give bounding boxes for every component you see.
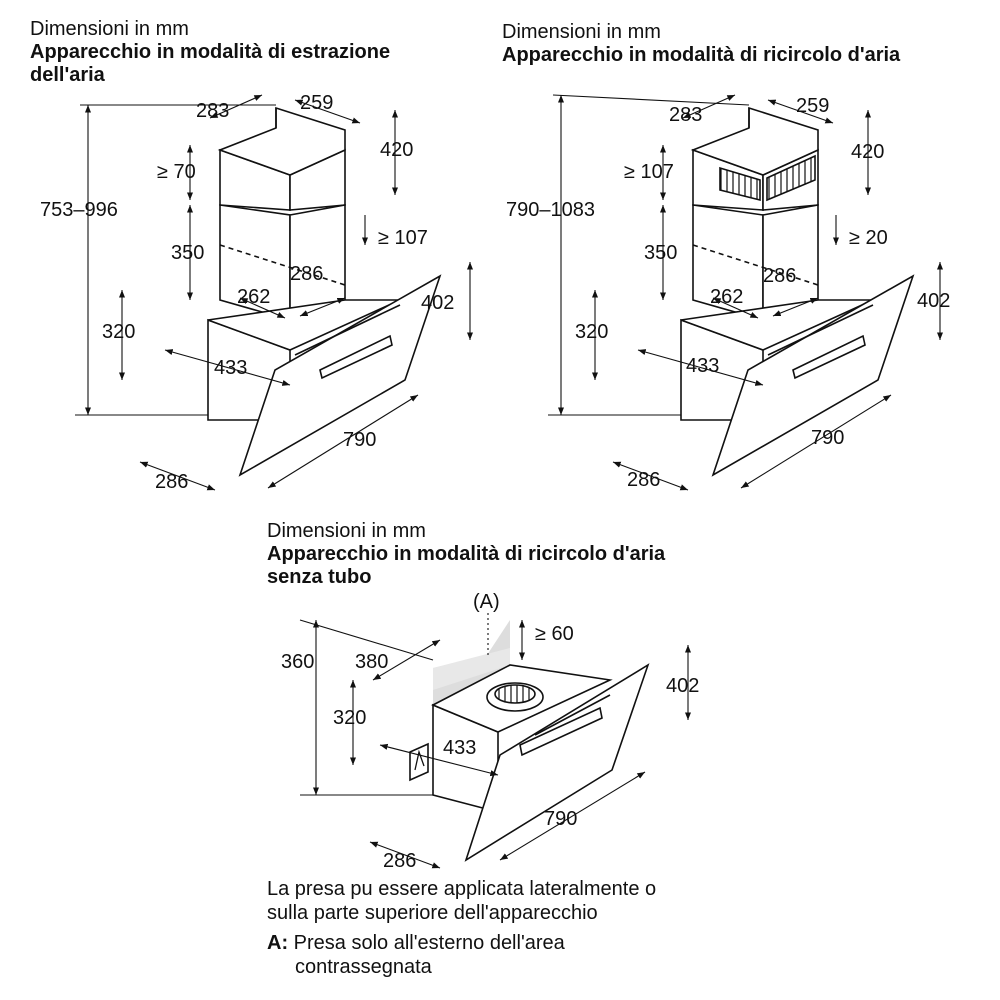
- right-lower-width-label: 262: [710, 286, 743, 308]
- bottom-width-label: 790: [544, 808, 577, 830]
- bottom-body-height-label: 320: [333, 707, 366, 729]
- left-body-height-label: 320: [102, 321, 135, 343]
- bottom-marker-a-label: (A): [473, 591, 500, 613]
- bottom-note-line1: La presa pu essere applicata lateralment…: [267, 878, 657, 900]
- bottom-note: La presa pu essere applicata lateralment…: [267, 877, 656, 925]
- right-title-line1: Apparecchio in modalità di ricircolo d'a…: [502, 44, 901, 66]
- bottom-base-depth-label: 286: [383, 850, 416, 872]
- left-body-depth-label: 433: [214, 357, 247, 379]
- right-total-height-label: 790–1083: [506, 199, 595, 221]
- right-gap-bottom-label: ≥ 20: [849, 227, 888, 249]
- right-body-height-label: 320: [575, 321, 608, 343]
- right-panel-height-label: 402: [917, 290, 950, 312]
- bottom-title-line2: senza tubo: [267, 566, 372, 588]
- right-header: Dimensioni in mm Apparecchio in modalità…: [502, 21, 900, 67]
- right-top-width-label: 259: [796, 95, 829, 117]
- legend-key: A:: [267, 932, 289, 954]
- left-top-depth-label: 283: [196, 100, 229, 122]
- left-title-line1: Apparecchio in modalità di estrazione: [30, 41, 391, 63]
- left-total-height-label: 753–996: [40, 199, 118, 221]
- left-gap-bottom-label: ≥ 107: [378, 227, 428, 249]
- bottom-body-depth-label: 433: [443, 737, 476, 759]
- left-lower-width-label: 262: [237, 286, 270, 308]
- right-dimension-lines: [548, 94, 944, 491]
- bottom-dimension-lines: [299, 613, 692, 869]
- bottom-total-height-label: 360: [281, 651, 314, 673]
- bottom-note-line2: sulla parte superiore dell'apparecchio: [267, 902, 598, 924]
- bottom-clearance-label: ≥ 60: [535, 623, 574, 645]
- left-chimney-height-label: 350: [171, 242, 204, 264]
- right-upper-height-label: 420: [851, 141, 884, 163]
- bottom-dimension-labels: (A) ≥ 60 360 380 320 433 402 790 286: [281, 591, 699, 872]
- bottom-top-depth-label: 380: [355, 651, 388, 673]
- bottom-legend: A: Presa solo all'esterno dell'area cont…: [267, 931, 565, 979]
- left-width-label: 790: [343, 429, 376, 451]
- left-top-width-label: 259: [300, 92, 333, 114]
- right-dimension-labels: 790–1083 283 259 420 ≥ 107 ≥ 20 350 286 …: [506, 95, 950, 491]
- left-title-line2: dell'aria: [30, 64, 105, 86]
- left-panel-height-label: 402: [421, 292, 454, 314]
- left-lower-depth-label: 286: [290, 263, 323, 285]
- left-subtitle: Dimensioni in mm: [30, 18, 189, 40]
- legend-line1: Presa solo all'esterno dell'area: [293, 932, 565, 954]
- left-upper-height-label: 420: [380, 139, 413, 161]
- legend-line2: contrassegnata: [295, 956, 432, 978]
- right-base-depth-label: 286: [627, 469, 660, 491]
- right-width-label: 790: [811, 427, 844, 449]
- right-subtitle: Dimensioni in mm: [502, 21, 661, 43]
- bottom-header: Dimensioni in mm Apparecchio in modalità…: [267, 520, 665, 589]
- right-top-depth-label: 283: [669, 104, 702, 126]
- left-dimension-labels: 753–996 283 259 420 ≥ 70 ≥ 107 350 286 2…: [40, 92, 454, 493]
- bottom-subtitle: Dimensioni in mm: [267, 520, 426, 542]
- right-body-depth-label: 433: [686, 355, 719, 377]
- bottom-title-line1: Apparecchio in modalità di ricircolo d'a…: [267, 543, 666, 565]
- left-dimension-lines: [75, 94, 474, 491]
- right-chimney-height-label: 350: [644, 242, 677, 264]
- right-gap-top-label: ≥ 107: [624, 161, 674, 183]
- left-base-depth-label: 286: [155, 471, 188, 493]
- right-lower-depth-label: 286: [763, 265, 796, 287]
- left-gap-top-label: ≥ 70: [157, 161, 196, 183]
- left-header: Dimensioni in mm Apparecchio in modalità…: [30, 18, 390, 87]
- bottom-panel-height-label: 402: [666, 675, 699, 697]
